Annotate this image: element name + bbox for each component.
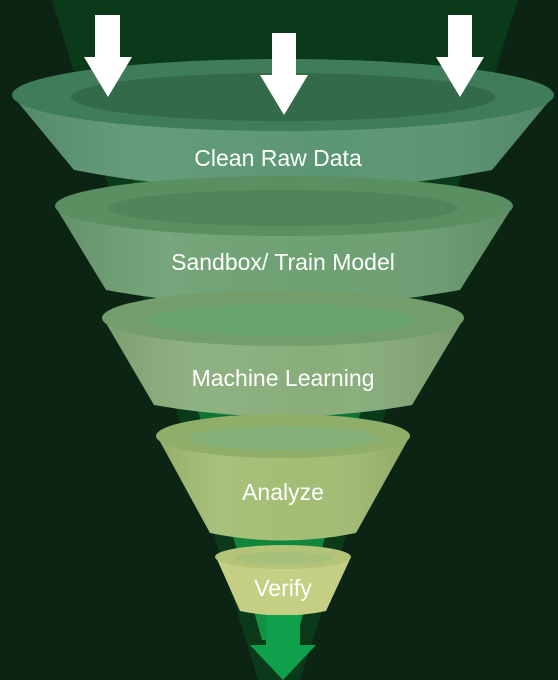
stage-analyze: Analyze: [156, 414, 410, 541]
stage-3-shade: [103, 318, 464, 417]
stage-sandbox-train-model: Sandbox/ Train Model: [55, 176, 513, 306]
stage-5-opening: [235, 552, 331, 564]
stage-5-label: Verify: [254, 575, 312, 601]
stage-3-label: Machine Learning: [192, 365, 375, 391]
stage-5-body: [216, 557, 351, 616]
stage-1-label: Clean Raw Data: [194, 145, 362, 171]
input-arrow-icon-center: [260, 33, 308, 115]
stage-4-label: Analyze: [242, 479, 324, 505]
stage-machine-learning: Machine Learning: [102, 290, 464, 417]
stage-2-opening: [108, 190, 458, 226]
input-arrow-icon-left: [84, 15, 132, 97]
input-arrow-icon-right: [436, 15, 484, 97]
stage-3-opening: [148, 304, 418, 336]
output-arrow-icon: [250, 615, 316, 680]
stage-4-shade: [157, 436, 410, 541]
stage-verify: Verify: [215, 545, 351, 616]
stage-2-label: Sandbox/ Train Model: [171, 249, 395, 275]
stage-4-opening: [188, 426, 378, 450]
